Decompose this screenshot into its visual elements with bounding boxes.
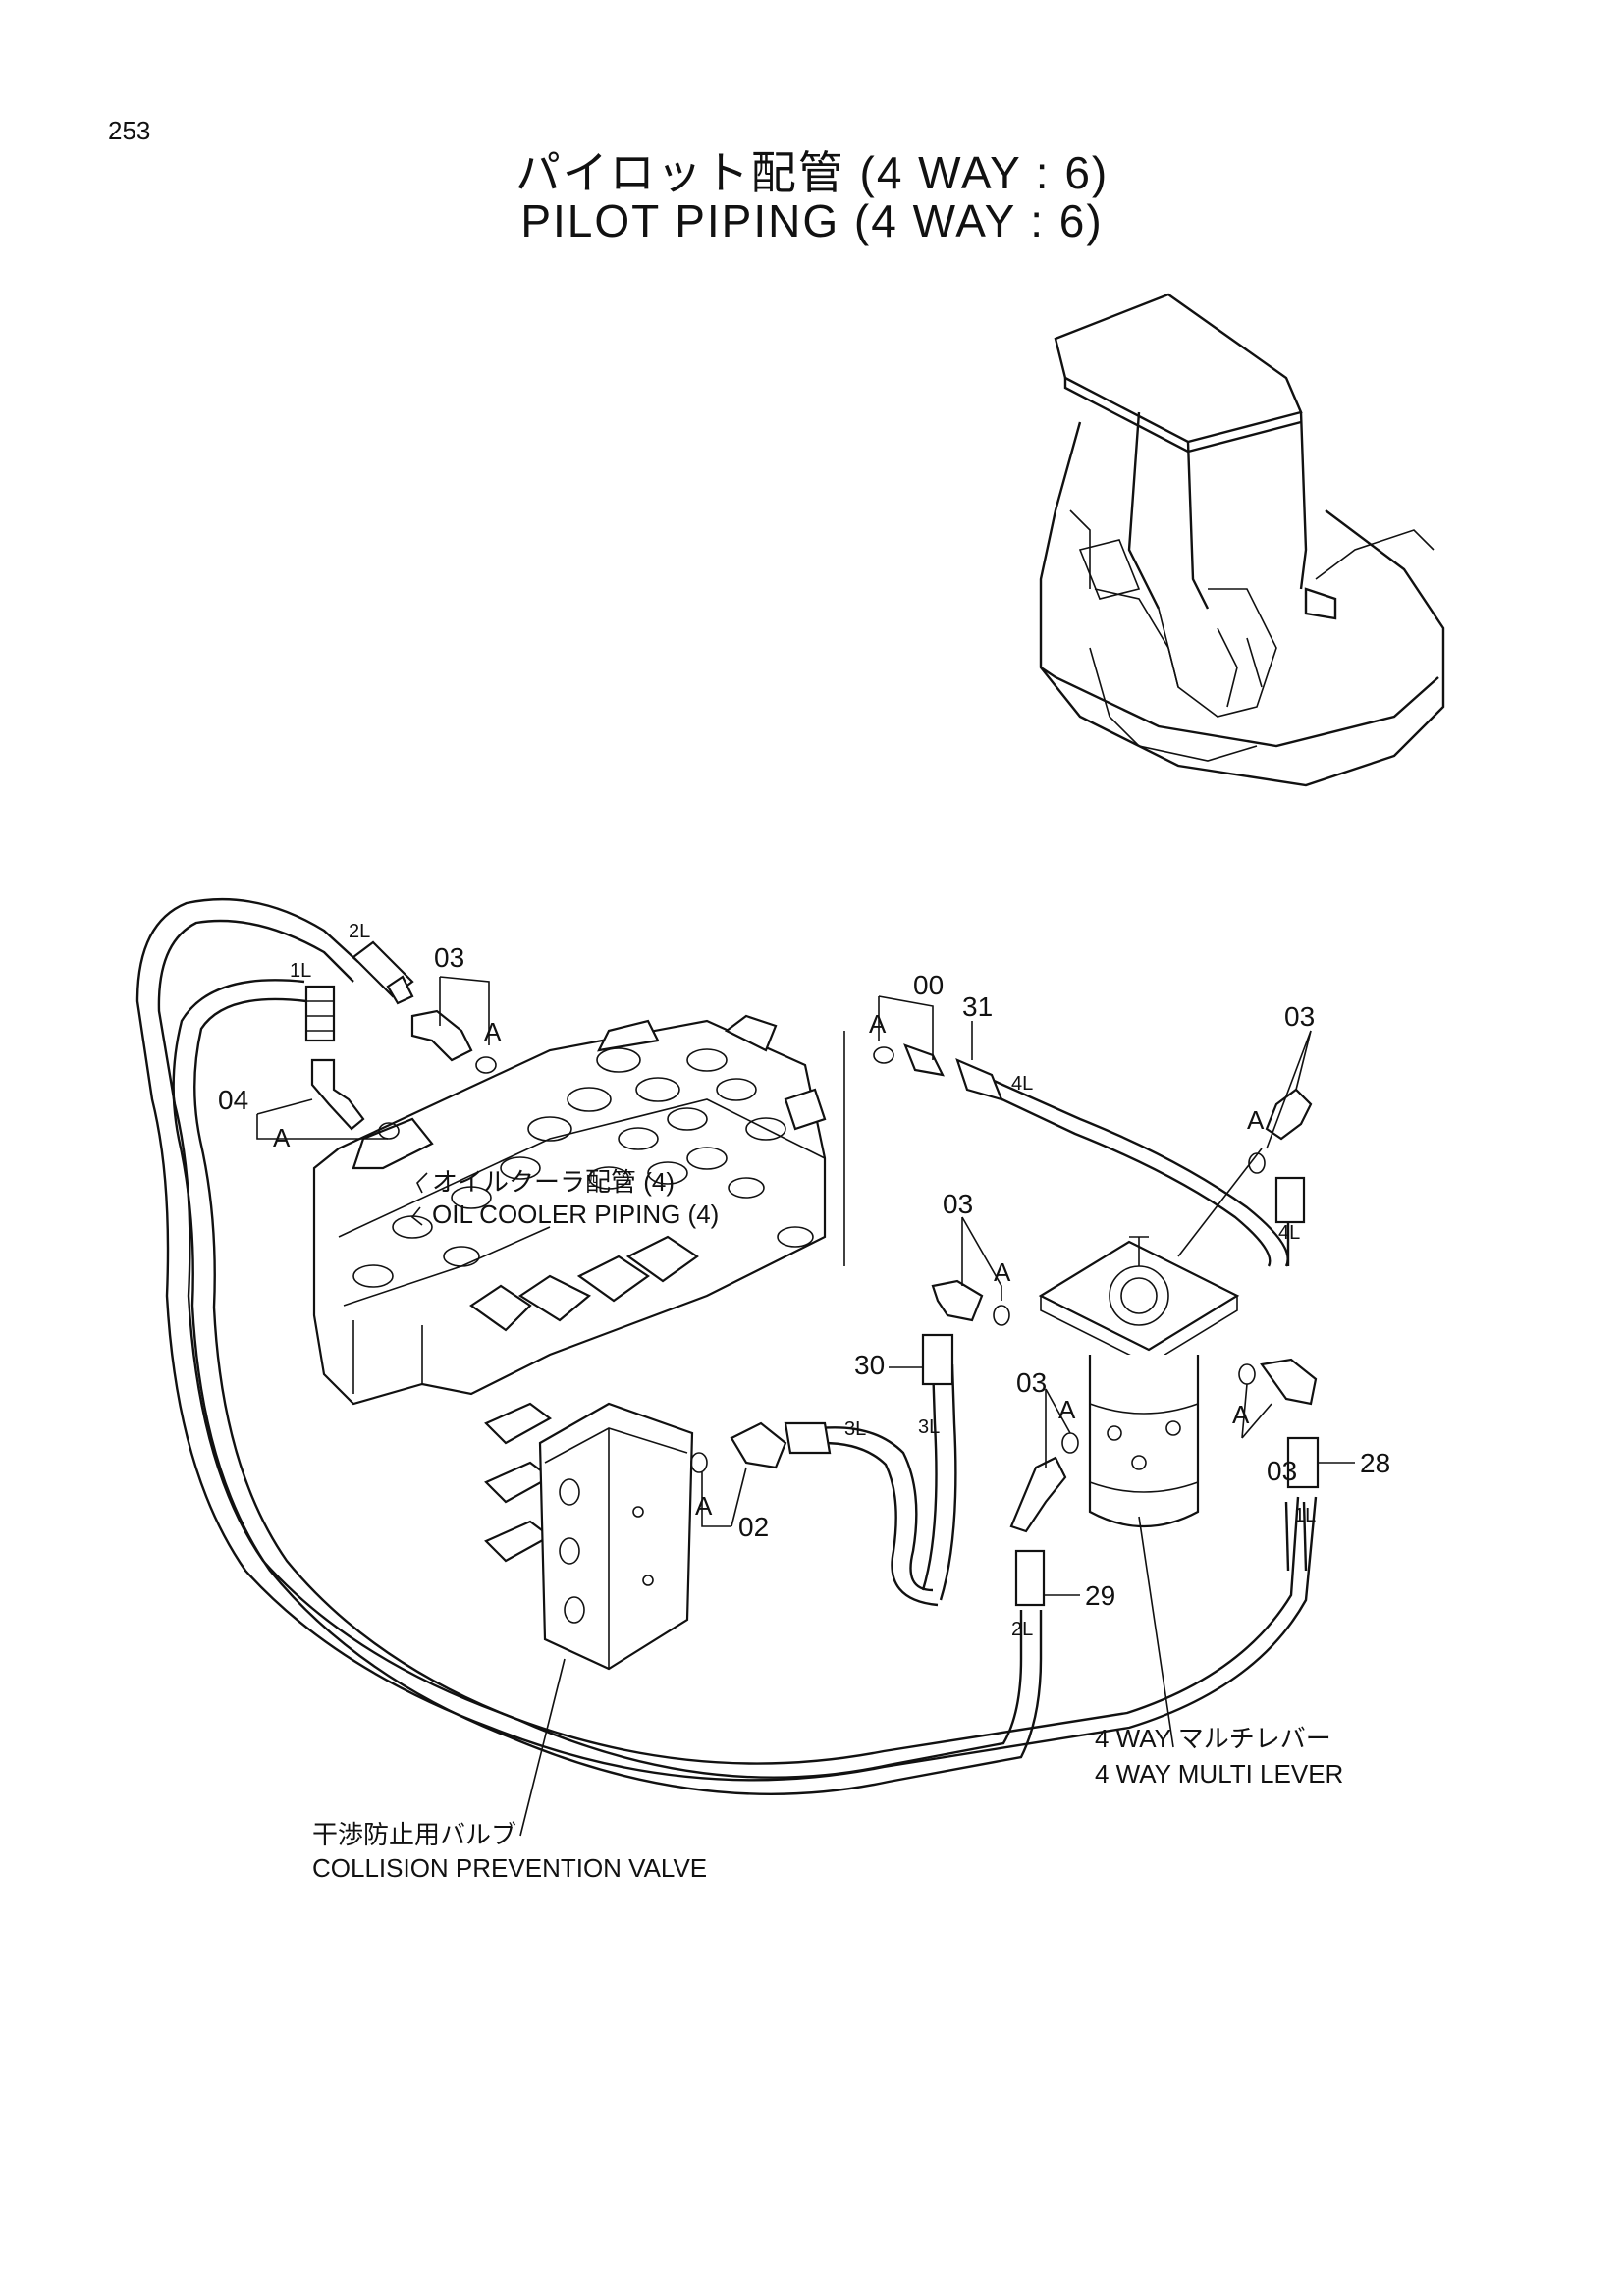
callout-31: 31	[962, 991, 993, 1022]
callout-00: 00	[913, 970, 944, 1000]
mark-a-02: A	[695, 1491, 713, 1521]
page-number: 253	[108, 116, 151, 145]
callout-03-right: 03	[1284, 1001, 1315, 1032]
callout-03-lever: 03	[1016, 1367, 1047, 1398]
hose-tag-4L-b: 4L	[1278, 1222, 1300, 1244]
mark-a-mid: A	[994, 1257, 1011, 1287]
callout-02: 02	[738, 1512, 769, 1542]
mark-a-lever: A	[1058, 1395, 1076, 1424]
callout-04: 04	[218, 1085, 248, 1115]
pilot-hoses-outer	[135, 897, 1318, 1795]
label-multi-lever-jp: 4 WAY マルチレバー	[1095, 1724, 1331, 1753]
callout-28: 28	[1360, 1448, 1390, 1478]
title-japanese: パイロット配管 (4 WAY : 6)	[514, 147, 1110, 198]
control-valve-illustration	[312, 1014, 827, 1406]
hose-tag-1L-top: 1L	[290, 960, 311, 982]
mark-a-00: A	[869, 1009, 887, 1039]
hose-tag-4L-a: 4L	[1011, 1073, 1033, 1095]
hose-tag-3L-a: 3L	[844, 1418, 866, 1440]
multi-lever-illustration	[1038, 1236, 1240, 1527]
callout-30: 30	[854, 1350, 885, 1380]
hose-tag-2L-top: 2L	[349, 921, 370, 942]
pilot-hoses-inner	[819, 1078, 1308, 1607]
title-english: PILOT PIPING (4 WAY : 6)	[520, 195, 1104, 246]
callout-03-mid: 03	[943, 1189, 973, 1219]
machine-overview-illustration	[1039, 293, 1445, 787]
callout-29: 29	[1085, 1580, 1115, 1611]
leader-lines	[256, 976, 1355, 1837]
label-oil-cooler-en: OIL COOLER PIPING (4)	[432, 1200, 719, 1229]
label-collision-valve-en: COLLISION PREVENTION VALVE	[312, 1853, 707, 1883]
mark-a-bottom-right: A	[1232, 1400, 1250, 1429]
callout-03-top: 03	[434, 942, 464, 973]
hose-tag-3L-b: 3L	[918, 1416, 940, 1438]
callout-03-bottom-right: 03	[1267, 1456, 1297, 1486]
hose-tag-2L-bottom: 2L	[1011, 1619, 1033, 1640]
collision-prevention-valve-illustration	[484, 1402, 694, 1671]
hose-tag-1L-bottom: 1L	[1294, 1505, 1316, 1526]
label-oil-cooler-jp: オイルクーラ配管 (4)	[432, 1167, 675, 1197]
mark-a-right: A	[1247, 1105, 1265, 1135]
mark-a-top: A	[484, 1017, 502, 1046]
label-collision-valve-jp: 干渉防止用バルブ	[312, 1820, 516, 1849]
label-multi-lever-en: 4 WAY MULTI LEVER	[1095, 1759, 1343, 1789]
mark-a-left: A	[273, 1123, 291, 1152]
